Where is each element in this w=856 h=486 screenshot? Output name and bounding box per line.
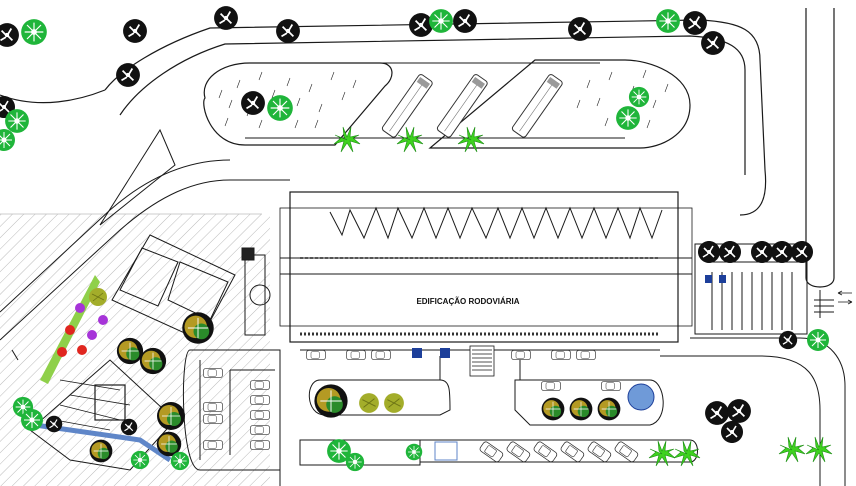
- lower-parking: [478, 440, 640, 464]
- tree-icon: [704, 400, 730, 426]
- palm-icon: [778, 436, 806, 463]
- tree-icon: [156, 401, 186, 431]
- tree-icon: [130, 450, 150, 470]
- north-arrow-icon: [837, 290, 853, 305]
- palm-icon: [805, 436, 833, 463]
- tree-icon: [720, 420, 744, 444]
- car-icon: [250, 380, 270, 390]
- right-curve: [660, 290, 846, 486]
- tree-icon: [240, 90, 266, 116]
- tree-icon: [726, 398, 752, 424]
- front-cars: [306, 350, 621, 391]
- tree-icon: [569, 397, 593, 421]
- tree-icon: [275, 18, 301, 44]
- tree-icon: [313, 383, 349, 419]
- car-icon: [601, 381, 621, 391]
- car-icon: [250, 395, 270, 405]
- car-icon: [505, 440, 532, 464]
- tree-icon: [345, 452, 365, 472]
- car-icon: [586, 440, 613, 464]
- tree-icon: [120, 418, 138, 436]
- car-icon: [576, 350, 596, 360]
- tree-icon: [806, 328, 830, 352]
- tree-icon: [139, 347, 167, 375]
- car-icon: [203, 402, 223, 412]
- tree-icon: [697, 240, 721, 264]
- building-label: EDIFICAÇÃO RODOVIÁRIA: [416, 297, 519, 306]
- garden-left: [29, 275, 176, 471]
- tree-icon: [89, 439, 113, 463]
- tree-icon: [266, 94, 294, 122]
- tree-icon: [750, 240, 774, 264]
- tree-icon: [0, 22, 20, 48]
- tree-icon: [778, 330, 798, 350]
- car-icon: [532, 440, 559, 464]
- car-icon: [613, 440, 640, 464]
- tree-icon: [181, 311, 215, 345]
- round-planter: [627, 383, 655, 411]
- tree-icon: [541, 397, 565, 421]
- tree-icon: [408, 12, 434, 38]
- tree-icon: [122, 18, 148, 44]
- tree-icon: [405, 443, 423, 461]
- tree-icon: [700, 30, 726, 56]
- tree-icon: [597, 397, 621, 421]
- tree-icon: [567, 16, 593, 42]
- bus-bays: [380, 72, 564, 139]
- tree-icon: [428, 8, 454, 34]
- main-building: EDIFICAÇÃO RODOVIÁRIA: [279, 191, 693, 343]
- tree-icon: [628, 86, 650, 108]
- tree-icon: [790, 240, 814, 264]
- tree-icon: [655, 8, 681, 34]
- tree-icon: [0, 128, 16, 152]
- tree-icon: [4, 108, 30, 134]
- car-icon: [478, 440, 505, 464]
- car-icon: [371, 350, 391, 360]
- car-icon: [541, 381, 561, 391]
- tree-icon: [20, 18, 48, 46]
- tree-icon: [115, 62, 141, 88]
- tree-icon: [615, 105, 641, 131]
- car-icon: [559, 440, 586, 464]
- shrub-icon: [358, 392, 380, 414]
- car-icon: [250, 425, 270, 435]
- bus-island: [203, 59, 691, 149]
- tree-icon: [452, 8, 478, 34]
- perimeter-trees: [0, 5, 726, 152]
- entrance-stairs: [412, 345, 495, 377]
- tree-icon: [170, 451, 190, 471]
- car-icon: [203, 414, 223, 424]
- accessible-parking-icon: [705, 275, 726, 283]
- car-icon: [203, 368, 223, 378]
- tree-icon: [682, 10, 708, 36]
- shrub-icon: [88, 287, 108, 307]
- car-icon: [203, 440, 223, 450]
- car-icon: [250, 440, 270, 450]
- access-road: [0, 128, 290, 361]
- sawtooth-platforms: [329, 206, 663, 240]
- tree-icon: [45, 415, 63, 433]
- tree-icon: [770, 240, 794, 264]
- car-icon: [306, 350, 326, 360]
- car-icon: [511, 350, 531, 360]
- tree-icon: [20, 408, 44, 432]
- outer-road: [0, 8, 835, 288]
- bus-icon: [380, 72, 434, 139]
- shrub-icon: [383, 392, 405, 414]
- car-icon: [250, 410, 270, 420]
- tree-icon: [213, 5, 239, 31]
- car-icon: [346, 350, 366, 360]
- palm-icon: [396, 126, 424, 153]
- tree-icon: [718, 240, 742, 264]
- car-icon: [551, 350, 571, 360]
- bus-icon: [510, 72, 564, 139]
- tree-icon: [116, 337, 144, 365]
